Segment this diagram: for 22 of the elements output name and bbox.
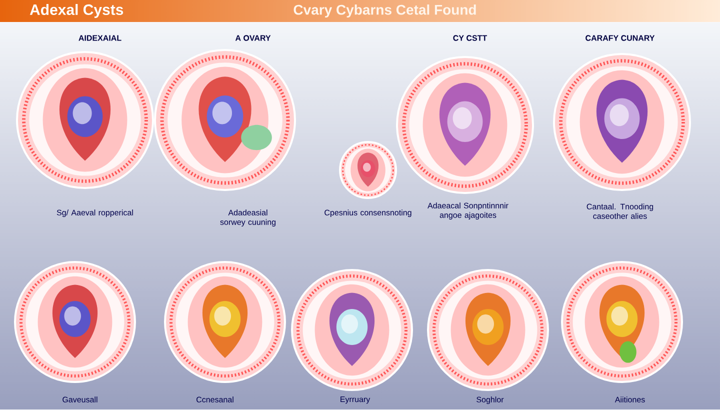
- ovary-cyst-drawing: [553, 53, 691, 191]
- node-label: Cpesnius consensnoting: [324, 210, 412, 217]
- ovary-cyst-drawing: [561, 261, 683, 383]
- node-label: Sg/ Aaeval ropperical: [56, 210, 133, 217]
- ovary-cyst-drawing: [339, 141, 397, 199]
- node-label: Aiitiones: [614, 396, 645, 402]
- node-label: Soghlor: [476, 396, 504, 404]
- title: Adexal Cysts: [30, 4, 124, 18]
- ovary-cyst-drawing: [154, 49, 296, 191]
- node-label: Adaeacal Sonpntinnnir angoe ajagoites: [428, 202, 508, 220]
- subtitle: Cvary Cybarns Cetal Found: [294, 4, 476, 18]
- node-label: Adadeasial sorwey cuuning: [220, 210, 276, 226]
- ovary-cyst-drawing: [427, 269, 549, 391]
- ovary-cyst-drawing: [164, 261, 286, 383]
- node-label: Eyrruary: [340, 396, 370, 404]
- ovary-cyst-drawing: [16, 51, 154, 189]
- node-label: Ccnesanal: [196, 396, 234, 402]
- node-label: Cantaal. Tnooding caseother alies: [586, 204, 654, 219]
- node-label: Gaveusall: [62, 396, 98, 402]
- ovary-cyst-drawing: [291, 269, 413, 391]
- ovary-cyst-drawing: [14, 261, 136, 383]
- ovary-cyst-drawing: [396, 56, 534, 194]
